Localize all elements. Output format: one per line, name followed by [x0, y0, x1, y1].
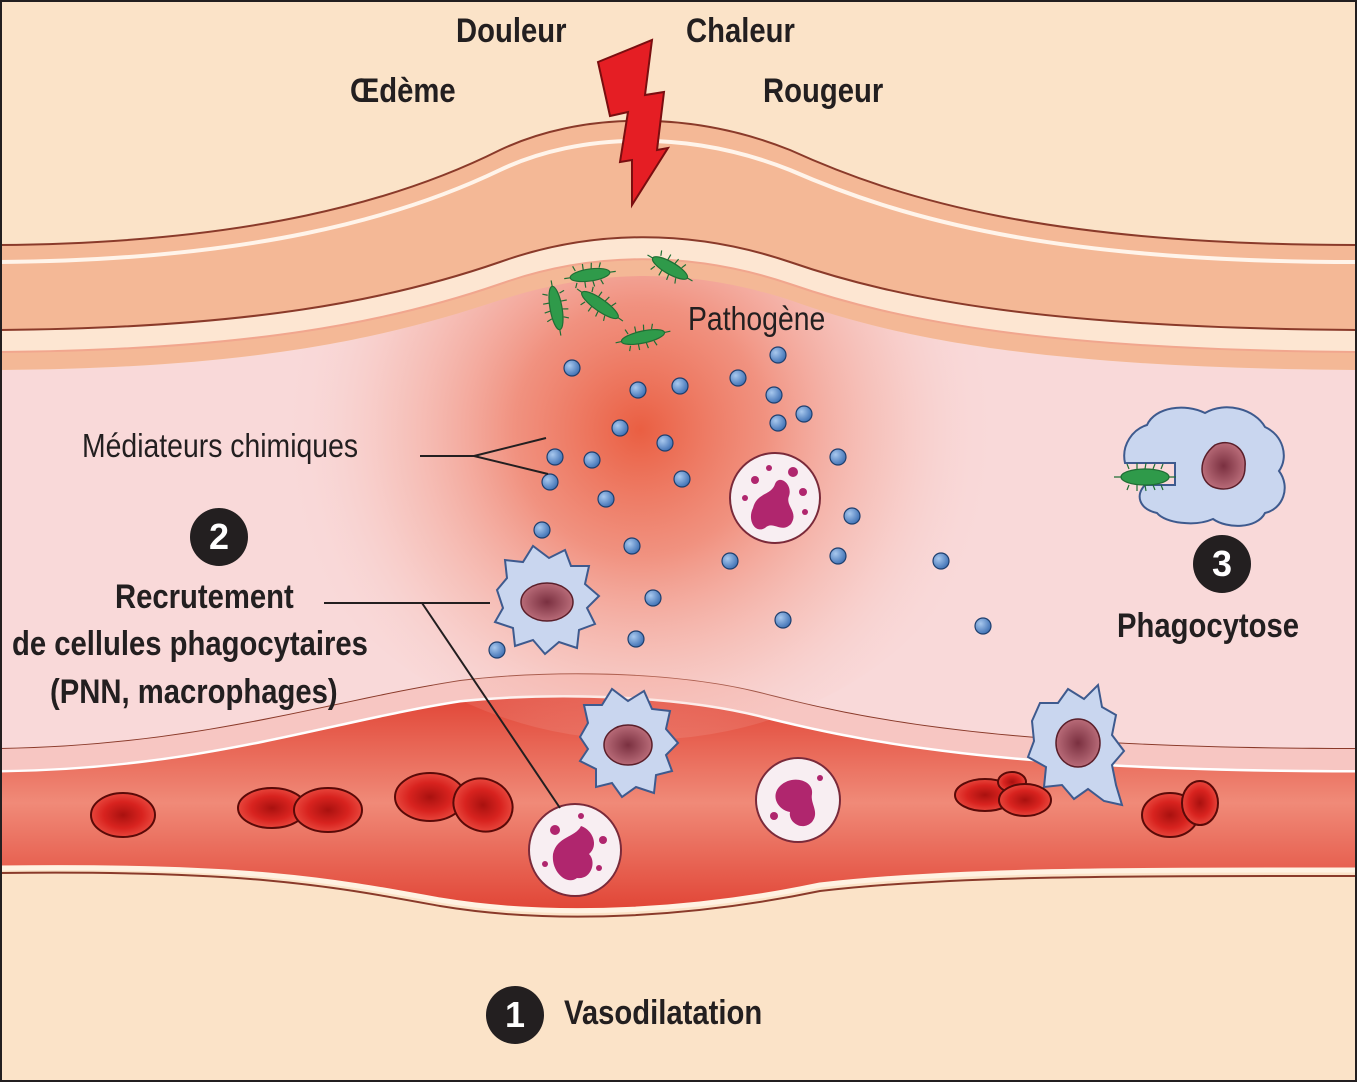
symptom-heat: Chaleur — [686, 12, 795, 50]
macrophage-diapedesis — [578, 687, 680, 799]
neutrophil — [729, 452, 821, 544]
vasodilation-label: Vasodilatation — [564, 994, 763, 1032]
step-1-badge: 1 — [486, 986, 544, 1044]
neutrophil-vessel-2 — [528, 803, 622, 897]
phagocytosis-label: Phagocytose — [1117, 607, 1299, 645]
red-blood-cells — [90, 771, 1219, 838]
blood-vessel — [0, 695, 1357, 911]
lightning-bolt-icon — [596, 38, 671, 209]
symptom-edema: Œdème — [350, 72, 456, 110]
step-2-badge: 2 — [190, 508, 248, 566]
pathogen-bacteria — [542, 250, 693, 352]
symptom-redness: Rougeur — [763, 72, 884, 110]
mediators-label: Médiateurs chimiques — [82, 427, 359, 464]
macrophage-crossing — [1026, 682, 1126, 807]
neutrophil-vessel-1 — [755, 757, 841, 843]
step-3-badge: 3 — [1193, 535, 1251, 593]
leader-lines — [324, 437, 561, 809]
macrophage — [493, 544, 601, 656]
chemical-mediators — [488, 346, 992, 659]
recruitment-line2: de cellules phagocytaires — [12, 625, 368, 663]
symptom-pain: Douleur — [456, 12, 567, 50]
recruitment-title: Recrutement — [115, 578, 294, 616]
pathogen-label: Pathogène — [688, 300, 826, 337]
macrophage-phagocytosing — [1114, 406, 1286, 527]
recruitment-line3: (PNN, macrophages) — [50, 673, 338, 711]
